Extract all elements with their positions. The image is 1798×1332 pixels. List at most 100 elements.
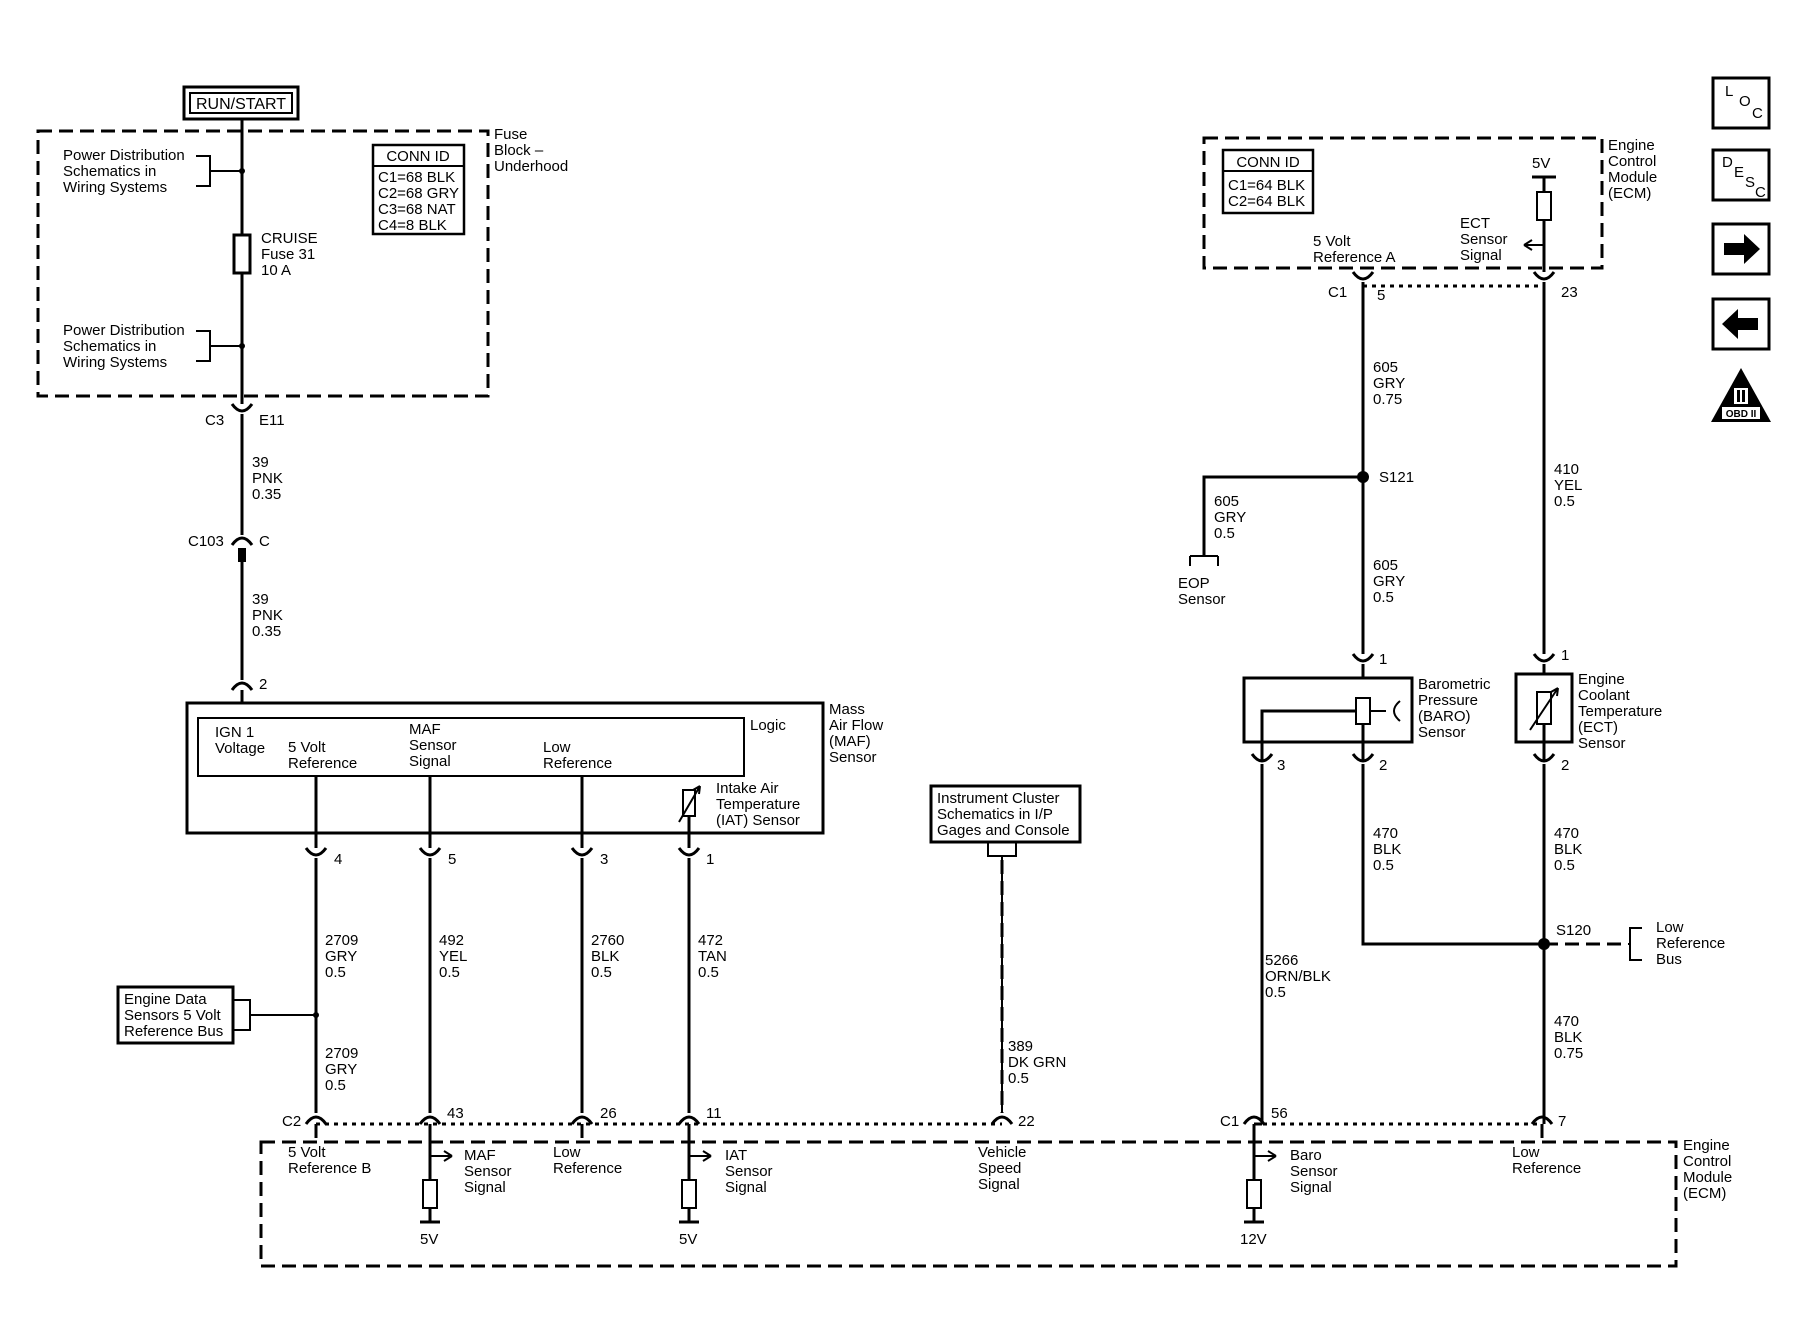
ecm-5v-reference-b: 5 Volt Reference B <box>288 1144 371 1177</box>
connector-baro-pin2 <box>1351 753 1375 763</box>
maf-logic-label: Logic <box>750 717 786 734</box>
wire-label-605-gry-baro: 605 GRY 0.5 <box>1373 557 1409 606</box>
wire-label-605-gry-eop: 605 GRY 0.5 <box>1214 493 1250 542</box>
wire-label-410-yel: 410 YEL 0.5 <box>1554 461 1586 510</box>
pin-label-4: 4 <box>334 851 342 868</box>
pin-label-26: 26 <box>600 1105 617 1122</box>
conn-id-rows: C1=68 BLK C2=68 GRY C3=68 NAT C4=8 BLK <box>378 169 463 234</box>
wire-label-389-dk-grn: 389 DK GRN 0.5 <box>1008 1038 1071 1087</box>
svg-text:D: D <box>1722 154 1733 171</box>
pin-label-1: 1 <box>706 851 714 868</box>
pin-label-5: 5 <box>448 851 456 868</box>
connector-ect-pin2 <box>1532 753 1556 763</box>
wire-label-470-blk-075: 470 BLK 0.75 <box>1554 1013 1587 1062</box>
maf-pullup-resistor <box>420 1150 453 1224</box>
connector-label-c2: C2 <box>282 1113 301 1130</box>
power-distribution-ref-top: Power Distribution Schematics in Wiring … <box>63 147 189 196</box>
pin-label-ect-1: 1 <box>1561 647 1569 664</box>
svg-text:S: S <box>1745 174 1755 191</box>
connector-ect-pin1 <box>1532 653 1556 663</box>
maf-low-reference: Low Reference <box>543 739 612 772</box>
baro-pullup-resistor <box>1244 1150 1277 1224</box>
pin-label-7: 7 <box>1558 1113 1566 1130</box>
pin-label-2: 2 <box>259 676 267 693</box>
ecm-top-connectors <box>1351 271 1556 281</box>
pin-label-56: 56 <box>1271 1105 1288 1122</box>
wire-label-470-blk-baro: 470 BLK 0.5 <box>1373 825 1406 874</box>
ecm-top-outline <box>1202 136 1604 270</box>
ecm-bottom-outline <box>259 1140 1678 1268</box>
previous-page-button[interactable] <box>1711 297 1771 351</box>
connector-maf-pin2 <box>230 681 254 691</box>
supply-12v-baro: 12V <box>1240 1231 1267 1248</box>
maf-sensor-signal-label: MAF Sensor Signal <box>409 721 461 770</box>
desc-nav-button[interactable]: D E S C <box>1711 148 1771 202</box>
obd-ii-button[interactable]: OBD II <box>1711 368 1771 422</box>
loc-nav-button[interactable]: L O C <box>1711 76 1771 130</box>
wire-label-2709-gry-b: 2709 GRY 0.5 <box>325 1045 363 1094</box>
connector-label-c103: C103 <box>188 533 224 550</box>
ect-pullup-resistor <box>1536 191 1552 221</box>
next-page-button[interactable] <box>1711 222 1771 276</box>
ect-sensor-name: Engine Coolant Temperature (ECT) Sensor <box>1578 671 1666 752</box>
connector-label-c1-bottom: C1 <box>1220 1113 1239 1130</box>
pin-label-23: 23 <box>1561 284 1578 301</box>
pin-label-3: 3 <box>600 851 608 868</box>
svg-text:L: L <box>1725 83 1733 100</box>
ecm-baro-sensor-signal: Baro Sensor Signal <box>1290 1147 1342 1196</box>
eop-sensor-label: EOP Sensor <box>1178 575 1226 608</box>
wire-label-5266-orn-blk: 5266 ORN/BLK 0.5 <box>1265 952 1335 1001</box>
instrument-cluster-ref-label: Instrument Cluster Schematics in I/P Gag… <box>937 790 1070 839</box>
wire-label-39-pnk-b: 39 PNK 0.35 <box>252 591 287 640</box>
wire-label-39-pnk-a: 39 PNK 0.35 <box>252 454 287 503</box>
iat-pullup-resistor <box>679 1150 712 1224</box>
ecm-top-name: Engine Control Module (ECM) <box>1608 137 1661 202</box>
baro-sensor-name: Barometric Pressure (BARO) Sensor <box>1418 676 1495 741</box>
conn-id-box-ecm <box>1221 148 1315 215</box>
supply-5v-iat: 5V <box>679 1231 697 1248</box>
conn-id-header-ecm: CONN ID <box>1236 154 1300 171</box>
wire-label-605-gry-075: 605 GRY 0.75 <box>1373 359 1409 408</box>
arrow-right-icon <box>1724 234 1760 264</box>
connector-label-e11: E11 <box>259 412 285 429</box>
wire-label-2709-gry-a: 2709 GRY 0.5 <box>325 932 363 981</box>
wire-label-472-tan: 472 TAN 0.5 <box>698 932 731 981</box>
baro-sensor-element <box>1355 697 1371 725</box>
splice-label-s120: S120 <box>1556 922 1591 939</box>
run-start-label: RUN/START <box>196 96 286 113</box>
ecm-low-reference-2: Low Reference <box>1512 1144 1581 1177</box>
connector-c3-e11 <box>230 403 254 413</box>
fuse-label: CRUISE Fuse 31 10 A <box>261 230 322 279</box>
wire-label-470-blk-ect: 470 BLK 0.5 <box>1554 825 1587 874</box>
ecm-low-reference-1: Low Reference <box>553 1144 622 1177</box>
instrument-cluster-ref-box <box>929 784 1082 844</box>
splice-label-s121: S121 <box>1379 469 1414 486</box>
iat-sensor-label: Intake Air Temperature (IAT) Sensor <box>716 780 804 829</box>
ecm-vehicle-speed-signal: Vehicle Speed Signal <box>978 1144 1031 1193</box>
power-distribution-ref-bottom: Power Distribution Schematics in Wiring … <box>63 322 189 371</box>
svg-text:C: C <box>1752 105 1763 122</box>
maf-bottom-connectors <box>304 847 701 857</box>
connector-baro-pin3 <box>1250 753 1274 763</box>
svg-text:O: O <box>1739 93 1751 110</box>
maf-ign-voltage: IGN 1 Voltage <box>215 724 265 757</box>
pin-label-baro-1: 1 <box>1379 651 1387 668</box>
supply-5v-maf: 5V <box>420 1231 438 1248</box>
wire-label-492-yel: 492 YEL 0.5 <box>439 932 471 981</box>
fuse-symbol <box>232 233 252 275</box>
pin-label-ect-2: 2 <box>1561 757 1569 774</box>
svg-text:C: C <box>1755 184 1766 201</box>
fuse-block-title: Fuse Block – Underhood <box>494 126 568 175</box>
arrow-left-icon <box>1722 309 1758 339</box>
conn-id-rows-ecm: C1=64 BLK C2=64 BLK <box>1228 177 1309 210</box>
pin-label-22: 22 <box>1018 1113 1035 1130</box>
maf-sensor-name: Mass Air Flow (MAF) Sensor <box>829 701 887 766</box>
connector-baro-pin1 <box>1351 653 1375 663</box>
pin-label-5-top: 5 <box>1377 287 1385 304</box>
connector-label-c1-top: C1 <box>1328 284 1347 301</box>
conn-id-header: CONN ID <box>386 148 450 165</box>
ecm-maf-sensor-signal: MAF Sensor Signal <box>464 1147 516 1196</box>
ecm-iat-sensor-signal: IAT Sensor Signal <box>725 1147 777 1196</box>
ecm-bottom-name: Engine Control Module (ECM) <box>1683 1137 1736 1202</box>
